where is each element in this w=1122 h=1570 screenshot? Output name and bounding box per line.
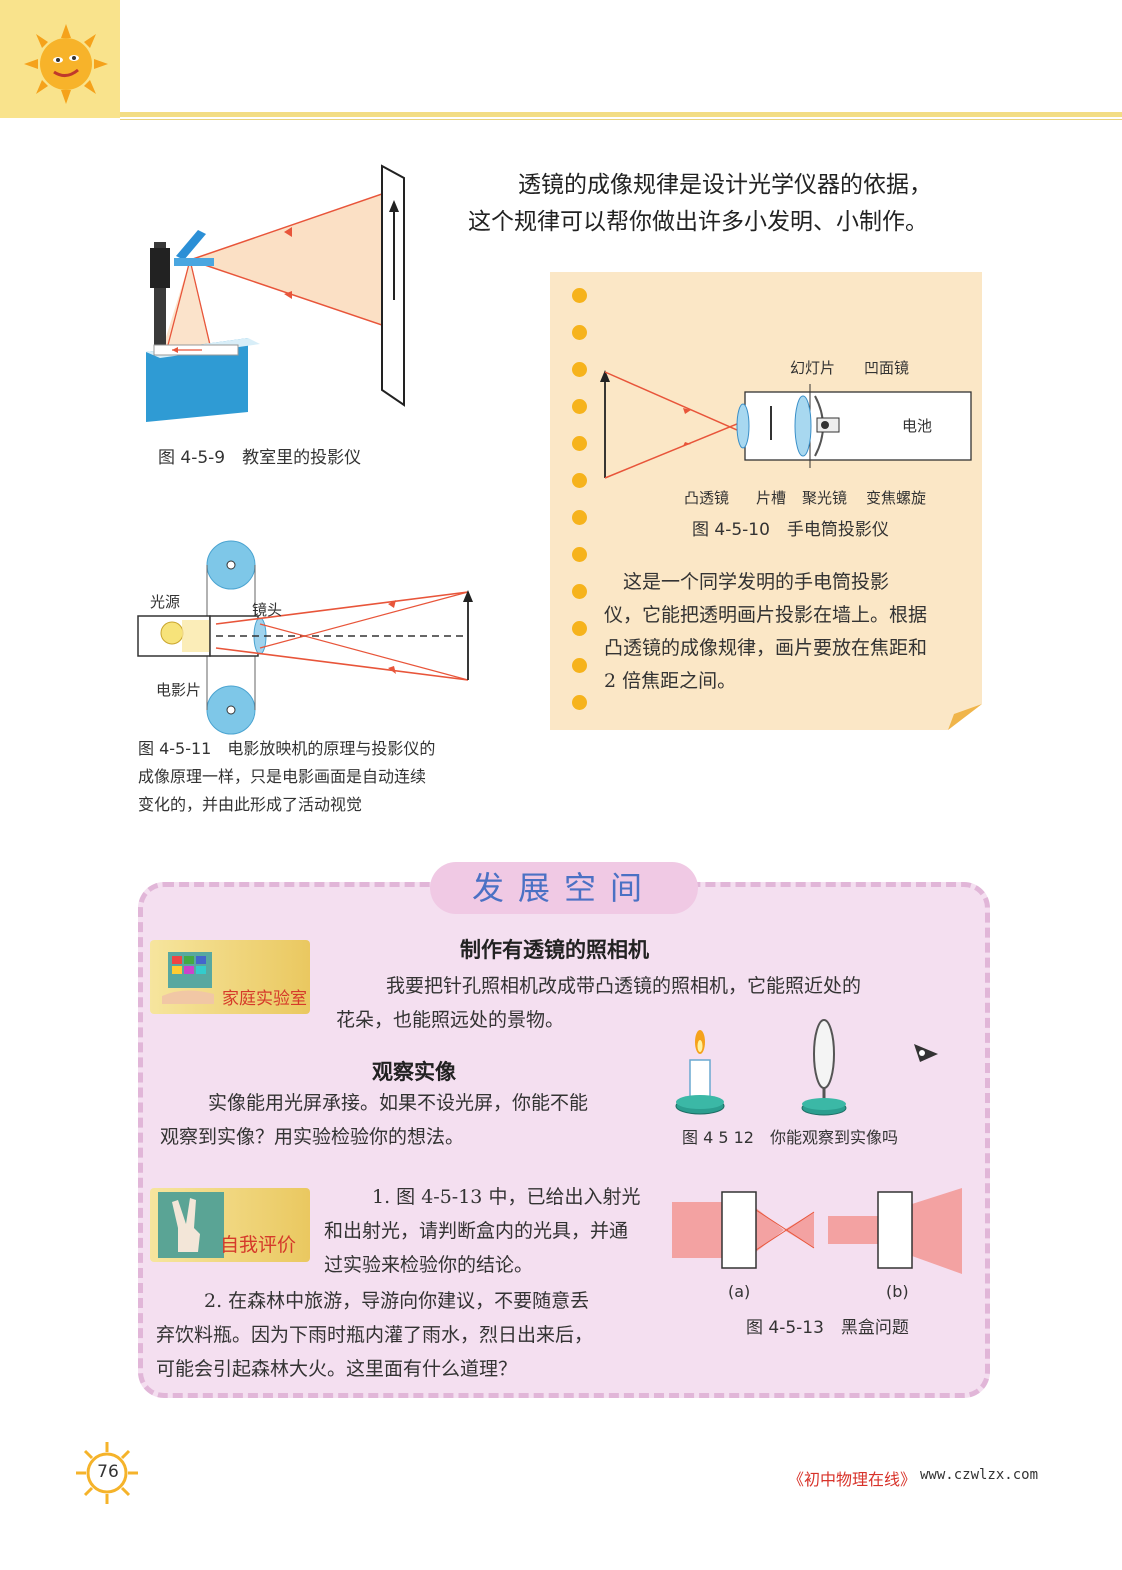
label-condenser: 聚光镜 <box>802 489 848 507</box>
home-lab-badge: 家庭实验室 <box>150 940 310 1014</box>
observe-line-1: 实像能用光屏承接。如果不设光屏，你能不能 <box>208 1092 589 1114</box>
label-convex-lens: 凸透镜 <box>684 489 730 507</box>
fig-4-5-11-caption-3: 变化的，并由此形成了活动视觉 <box>138 795 363 814</box>
candle-lens-figure <box>675 1019 938 1116</box>
label-slot: 片槽 <box>756 489 787 507</box>
home-lab-line-1: 我要把针孔照相机改成带凸透镜的照相机，它能照近处的 <box>386 975 862 997</box>
intro-line-2: 这个规律可以帮你做出许多小发明、小制作。 <box>468 209 928 235</box>
label-concave-mirror: 凹面镜 <box>864 359 910 377</box>
q1-line-1: 1. 图 4-5-13 中，已给出入射光 <box>372 1186 641 1208</box>
observe-line-2: 观察到实像？用实验检验你的想法。 <box>160 1126 465 1148</box>
fig-4-5-13-label-b: (b) <box>886 1282 909 1301</box>
q1-line-2: 和出射光，请判断盒内的光具，并通 <box>324 1220 629 1242</box>
eye-icon <box>914 1044 938 1062</box>
lab-cubes-icon <box>162 952 214 1004</box>
label-light-source: 光源 <box>150 593 181 611</box>
black-box-figure <box>672 1188 962 1274</box>
sun-icon <box>24 24 108 104</box>
home-lab-badge-label: 家庭实验室 <box>222 989 307 1009</box>
page-number: 76 <box>97 1462 119 1482</box>
footer-source-name: 《初中物理在线》 <box>788 1470 917 1489</box>
development-title-pill <box>430 862 698 914</box>
note-line-3: 凸透镜的成像规律，画片要放在焦距和 <box>604 637 928 659</box>
footer-source-url: www.czwlzx.com <box>920 1467 1039 1483</box>
fig-4-5-9-caption: 图 4-5-9 教室里的投影仪 <box>158 448 362 468</box>
fig-4-5-13-label-a: (a) <box>728 1282 751 1301</box>
label-film: 电影片 <box>156 681 202 699</box>
home-lab-heading: 制作有透镜的照相机 <box>460 938 649 962</box>
fig-4-5-11-caption-2: 成像原理一样，只是电影画面是自动连续 <box>138 767 427 786</box>
fig-4-5-12-caption: 图 4 5 12 你能观察到实像吗 <box>682 1128 898 1147</box>
development-title: 发展空间 <box>471 869 656 907</box>
q2-line-2: 弃饮料瓶。因为下雨时瓶内灌了雨水，烈日出来后， <box>156 1324 594 1346</box>
note-card <box>550 272 982 730</box>
note-line-1: 这是一个同学发明的手电筒投影 <box>604 571 890 593</box>
flashlight-projector-figure <box>600 370 972 479</box>
self-eval-badge-label: 自我评价 <box>220 1234 297 1256</box>
fig-4-5-11-caption-1: 图 4-5-11 电影放映机的原理与投影仪的 <box>138 739 436 758</box>
intro-line-1: 透镜的成像规律是设计光学仪器的依据， <box>518 172 932 198</box>
self-eval-badge: 自我评价 <box>150 1188 310 1262</box>
q2-line-1: 2. 在森林中旅游，导游向你建议，不要随意丢 <box>204 1290 590 1312</box>
observe-heading: 观察实像 <box>372 1060 456 1084</box>
film-projector-figure <box>137 540 473 735</box>
q2-line-3: 可能会引起森林大火。这里面有什么道理？ <box>156 1358 518 1380</box>
label-slide: 幻灯片 <box>790 359 836 377</box>
page-sun-icon <box>76 1442 138 1504</box>
label-lens: 镜头 <box>252 601 283 619</box>
label-focus-screw: 变焦螺旋 <box>866 489 927 507</box>
overhead-projector-figure <box>146 164 405 422</box>
fig-4-5-13-caption: 图 4-5-13 黑盒问题 <box>746 1318 909 1338</box>
label-battery: 电池 <box>902 417 933 435</box>
header-rule-thin <box>120 119 1122 120</box>
victory-hand-icon <box>158 1192 224 1258</box>
home-lab-line-2: 花朵，也能照远处的景物。 <box>336 1009 565 1031</box>
header-rule <box>120 112 1122 117</box>
note-line-2: 仪，它能把透明画片投影在墙上。根据 <box>604 604 928 626</box>
note-line-4: 2 倍焦距之间。 <box>604 670 737 692</box>
fig-4-5-10-caption: 图 4-5-10 手电筒投影仪 <box>692 520 889 540</box>
q1-line-3: 过实验来检验你的结论。 <box>324 1254 534 1276</box>
